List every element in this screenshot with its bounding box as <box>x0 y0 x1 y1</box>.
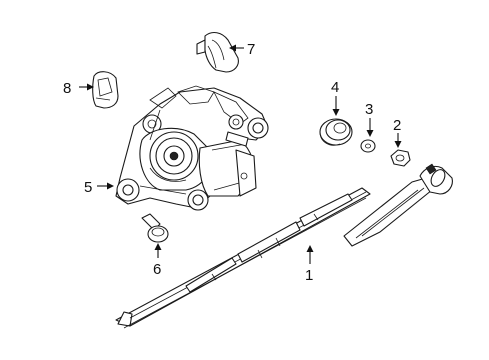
callout-8: 8 <box>63 80 71 97</box>
part-2-nut <box>390 149 411 167</box>
leader-2 <box>394 133 402 148</box>
part-8-side-cap <box>92 71 119 109</box>
part-5-wiper-motor <box>115 85 269 211</box>
callout-3: 3 <box>365 101 373 118</box>
part-4-grommet <box>319 118 353 146</box>
leader-5 <box>97 182 114 190</box>
leader-6 <box>154 243 162 258</box>
leader-3 <box>366 118 374 137</box>
part-1-wiper-blade <box>115 163 453 329</box>
callout-5: 5 <box>84 179 92 196</box>
leader-8 <box>79 83 94 91</box>
callout-1: 1 <box>305 267 313 284</box>
callout-7: 7 <box>247 41 255 58</box>
part-6-bolt <box>141 213 169 243</box>
leader-1 <box>306 245 314 264</box>
callout-6: 6 <box>153 261 161 278</box>
callout-2: 2 <box>393 117 401 134</box>
callout-4: 4 <box>331 79 339 96</box>
part-7-cap <box>196 31 239 73</box>
part-3-washer <box>360 139 376 153</box>
leader-7 <box>229 44 244 52</box>
leader-4 <box>332 96 340 116</box>
